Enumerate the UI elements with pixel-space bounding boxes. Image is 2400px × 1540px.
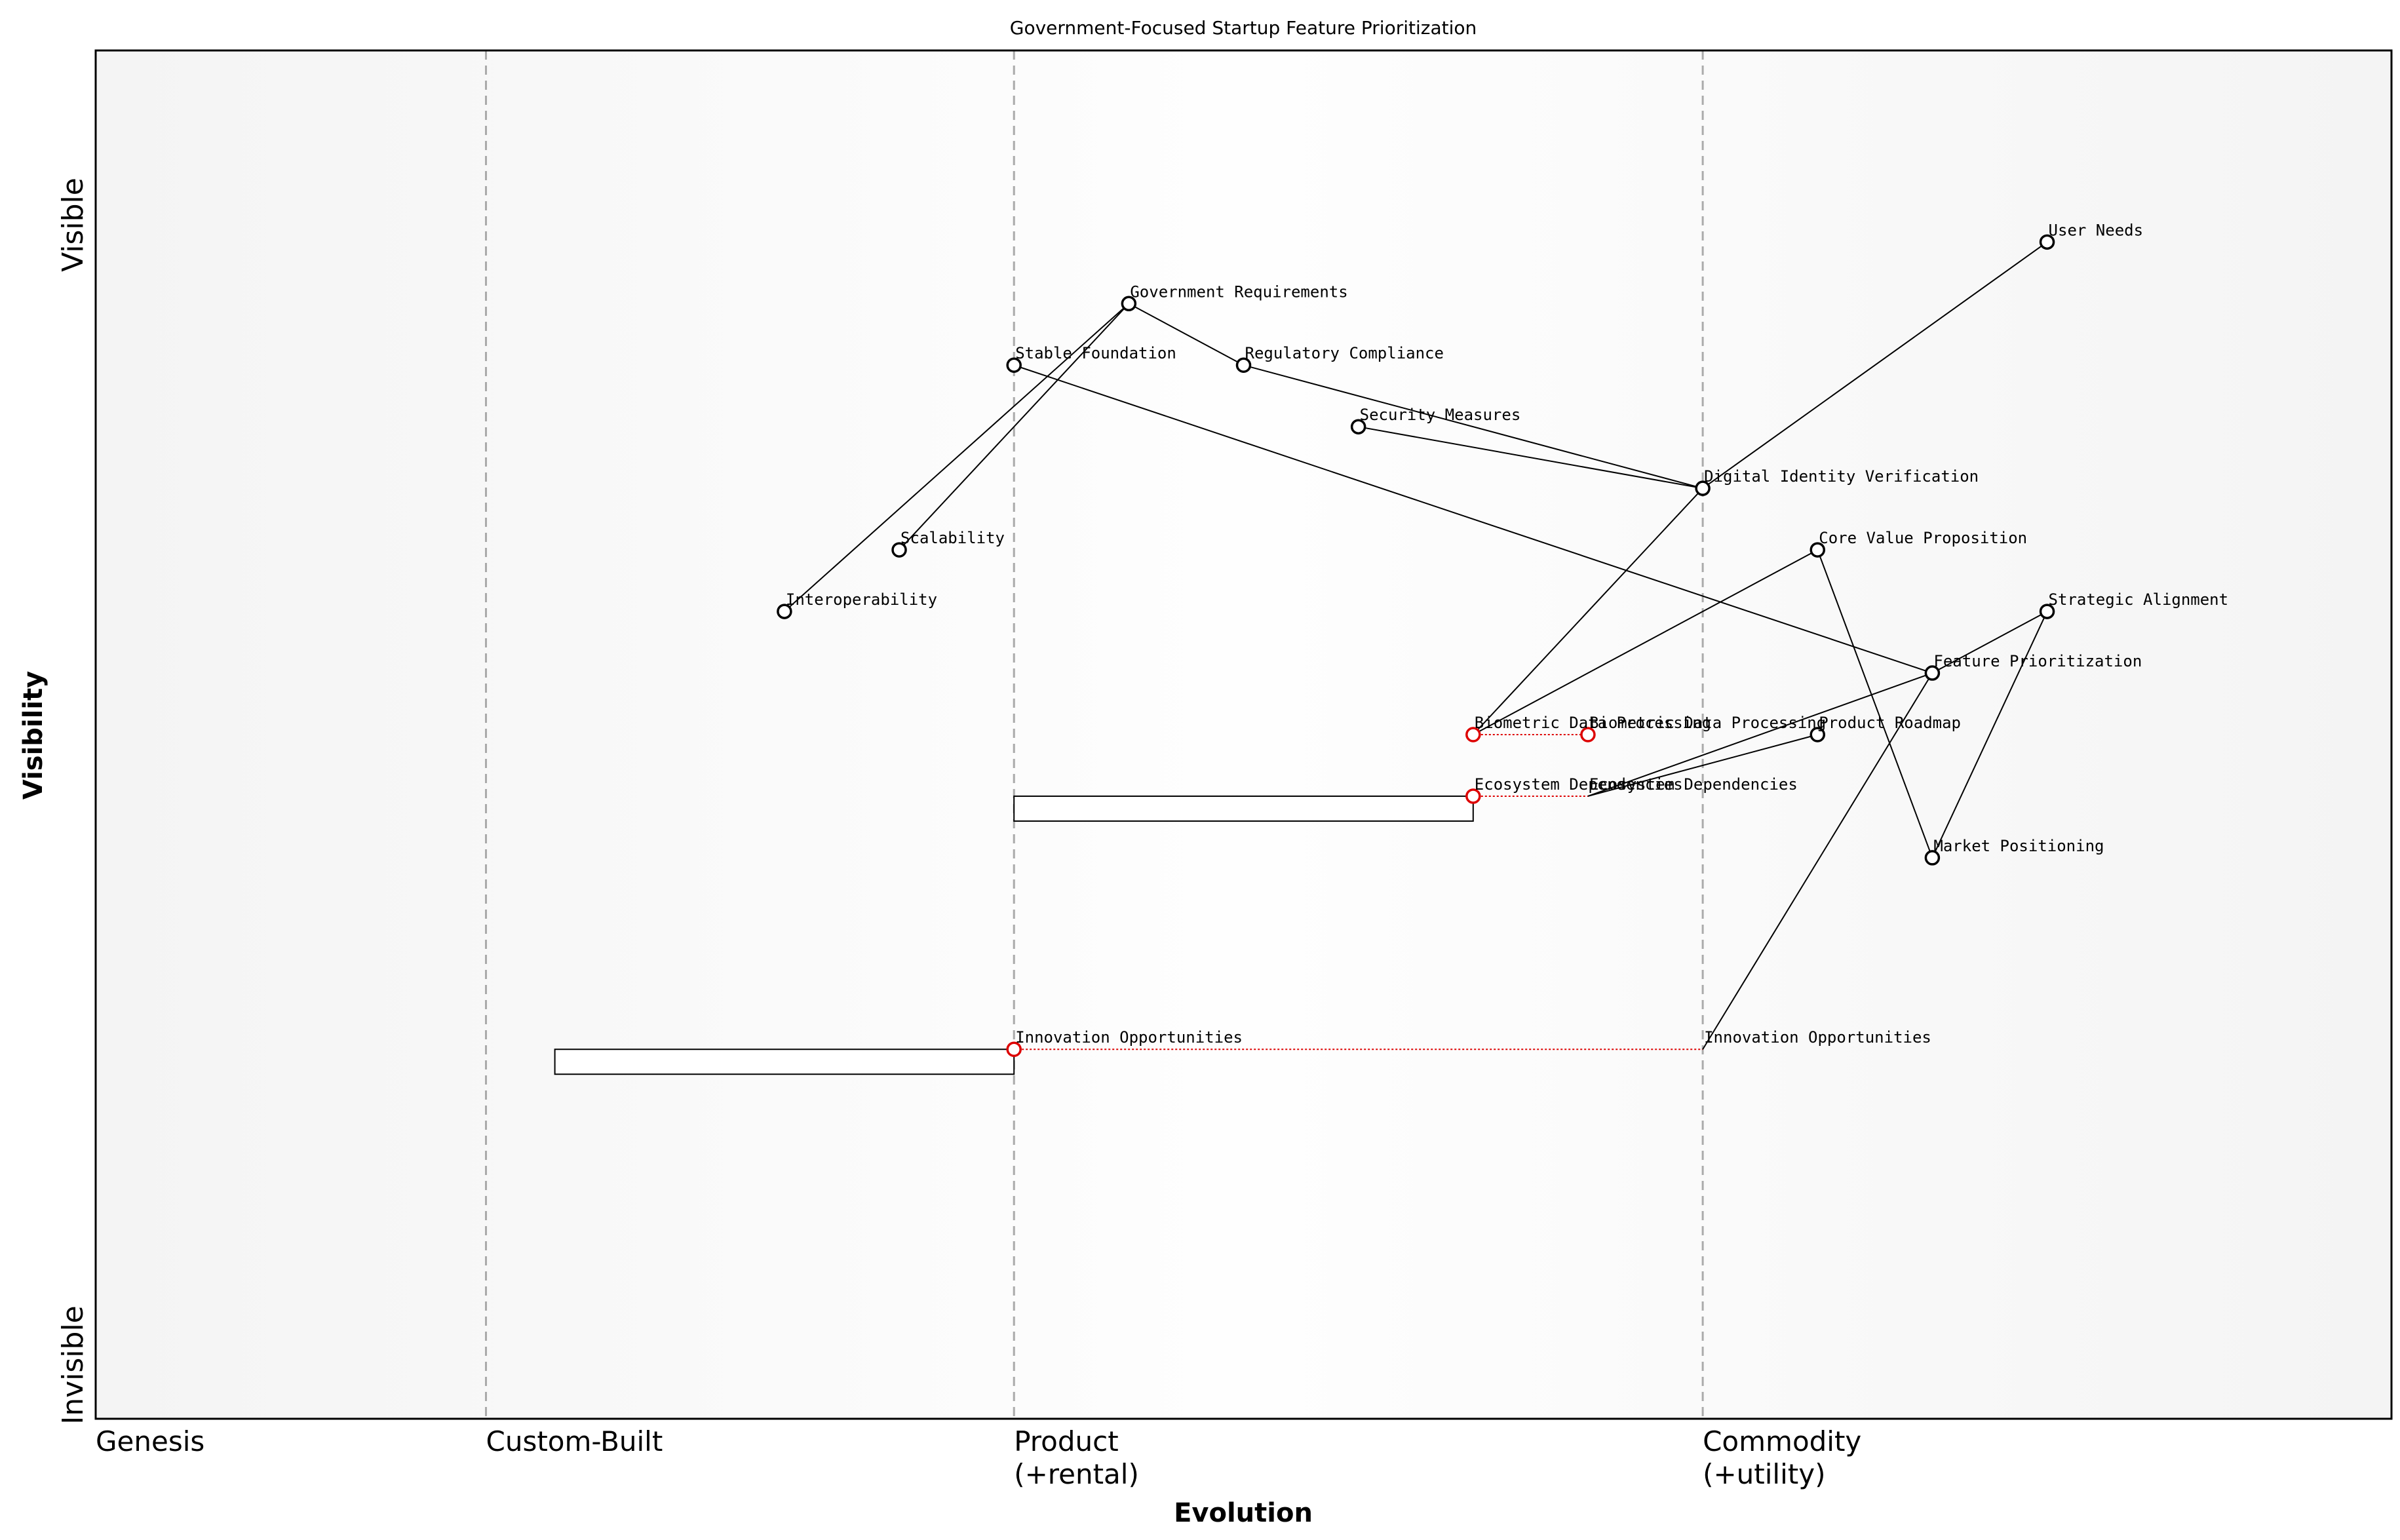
inertia-bars [554, 795, 1474, 1075]
label-biometric-data-processing: Biometric Data Processing [1475, 714, 1711, 732]
node-security-measures [1350, 419, 1366, 434]
node-biometric-data-processing [1465, 727, 1481, 742]
label-product-roadmap: Product Roadmap [1819, 714, 1961, 732]
label-market-positioning: Market Positioning [1933, 837, 2104, 855]
stage-label-custom-built: Custom-Built [486, 1425, 663, 1457]
label-evolved-biometric-data-processing: Biometric Data Processing [1589, 714, 1826, 732]
plot-frame [94, 49, 2393, 1420]
link-user-needs-to-digital-identity-verification [1702, 241, 2048, 489]
label-government-requirements: Government Requirements [1130, 282, 1347, 301]
map-title: Government-Focused Startup Feature Prior… [1010, 17, 1477, 39]
link-stable-foundation-to-feature-prioritization [1013, 364, 1933, 674]
link-digital-identity-verification-to-security-measures [1358, 426, 1703, 490]
link-strategic-alignment-to-market-positioning [1931, 611, 2048, 858]
stage-dividers [485, 50, 1704, 1419]
component-nodes [777, 234, 2055, 1057]
node-interoperability [777, 604, 792, 619]
node-government-requirements [1121, 296, 1137, 312]
node-digital-identity-verification [1695, 480, 1711, 496]
label-stable-foundation: Stable Foundation [1015, 344, 1176, 362]
link-core-value-proposition-to-biometric-data-processing [1473, 549, 1818, 735]
label-regulatory-compliance: Regulatory Compliance [1245, 344, 1444, 362]
node-strategic-alignment [2039, 604, 2055, 619]
label-evolved-ecosystem-dependencies: Ecosystem Dependencies [1589, 775, 1798, 794]
label-core-value-proposition: Core Value Proposition [1819, 529, 2027, 547]
label-innovation-opportunities: Innovation Opportunities [1015, 1028, 1243, 1047]
label-evolved-innovation-opportunities: Innovation Opportunities [1704, 1028, 1931, 1047]
x-axis-title: Evolution [1174, 1498, 1313, 1528]
link-digital-identity-verification-to-biometric-data-processing [1473, 488, 1703, 735]
link-feature-prioritization-to-ecosystem-dependencies-evolved [1587, 672, 1933, 797]
node-core-value-proposition [1810, 542, 1825, 558]
label-feature-prioritization: Feature Prioritization [1933, 652, 2142, 670]
link-regulatory-compliance-to-government-requirements [1128, 303, 1244, 366]
node-market-positioning [1924, 850, 1941, 866]
stage-labels: Genesis Custom-Built Product(+rental) Commo… [96, 1425, 1861, 1490]
link-digital-identity-verification-to-regulatory-compliance [1243, 364, 1703, 490]
stage-label-commodity-utility: Commodity(+utility) [1703, 1425, 1861, 1490]
link-government-requirements-to-interoperability [784, 303, 1130, 612]
node-product-roadmap [1810, 727, 1825, 742]
stage-label-product-rental: Product(+rental) [1014, 1425, 1139, 1490]
y-invisible-label: Invisible [56, 1305, 90, 1425]
node-regulatory-compliance [1235, 357, 1252, 373]
link-strategic-alignment-to-feature-prioritization [1931, 611, 2048, 674]
label-security-measures: Security Measures [1360, 406, 1521, 424]
label-digital-identity-verification: Digital Identity Verification [1704, 467, 1979, 486]
link-government-requirements-to-scalability [899, 303, 1130, 550]
label-scalability: Scalability [900, 529, 1005, 547]
node-scalability [891, 542, 907, 558]
label-user-needs: User Needs [2049, 221, 2144, 239]
node-stable-foundation [1006, 357, 1022, 373]
link-product-roadmap-to-ecosystem-dependencies-evolved [1587, 734, 1818, 797]
node-ecosystem-dependencies [1465, 788, 1481, 804]
link-core-value-proposition-to-market-positioning [1817, 549, 1933, 858]
plot-background [96, 50, 2391, 1419]
evolution-lines [1014, 734, 1703, 1050]
node-feature-prioritization [1924, 665, 1941, 681]
node-evolved-biometric-data-processing [1580, 727, 1596, 742]
dependency-links [784, 241, 2048, 1050]
label-interoperability: Interoperability [786, 590, 937, 609]
node-user-needs [2039, 234, 2055, 250]
inertia-bar-ecosystem-dependencies [1013, 795, 1474, 822]
link-feature-prioritization-to-innovation-opportunities-evolved [1702, 672, 1933, 1050]
node-innovation-opportunities [1006, 1041, 1022, 1057]
inertia-bar-innovation-opportunities [554, 1049, 1015, 1075]
y-axis-title: Visibility [18, 671, 48, 799]
y-visible-label: Visible [56, 178, 90, 272]
label-ecosystem-dependencies: Ecosystem Dependencies [1475, 775, 1683, 794]
stage-label-genesis: Genesis [96, 1425, 204, 1457]
label-strategic-alignment: Strategic Alignment [2049, 590, 2229, 609]
